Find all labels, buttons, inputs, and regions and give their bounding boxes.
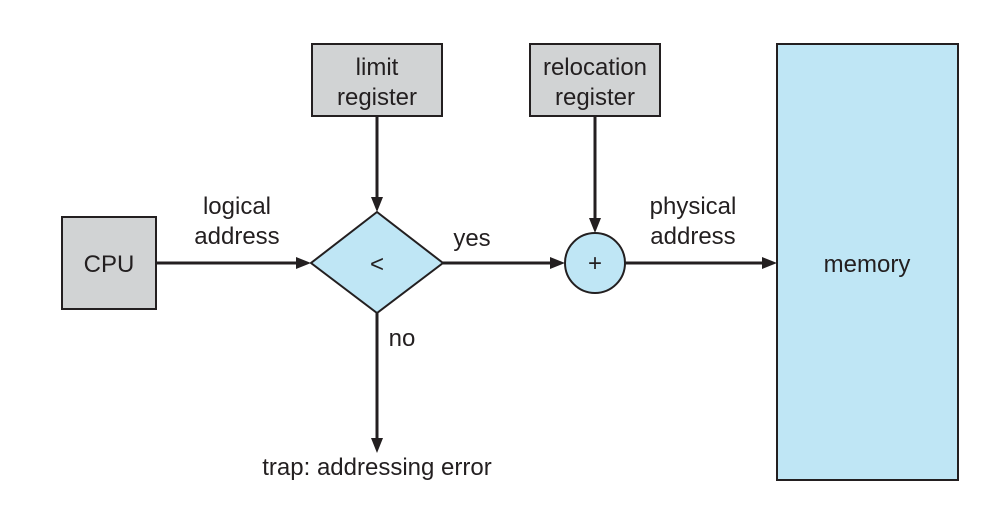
arrow-comparator-to-adder bbox=[443, 257, 565, 269]
arrow-relocation-to-adder bbox=[589, 116, 601, 233]
relocation-register-node: relocation register bbox=[529, 43, 661, 117]
physical-address-label-line1: physical bbox=[650, 193, 737, 220]
logical-address-label-line1: logical bbox=[203, 193, 271, 220]
comparator-node: < bbox=[309, 210, 445, 315]
limit-register-node: limit register bbox=[311, 43, 443, 117]
limit-register-label-line1: limit bbox=[356, 54, 399, 81]
relocation-register-label-line2: register bbox=[555, 84, 635, 111]
yes-label: yes bbox=[453, 225, 490, 252]
memory-box bbox=[776, 43, 959, 481]
cpu-node: CPU bbox=[61, 216, 157, 310]
memory-node: memory bbox=[776, 43, 959, 481]
comparator-symbol: < bbox=[370, 251, 384, 278]
arrow-adder-to-memory bbox=[625, 257, 777, 269]
limit-register-label-line2: register bbox=[337, 84, 417, 111]
cpu-label: CPU bbox=[84, 251, 135, 278]
trap-label: trap: addressing error bbox=[262, 454, 491, 481]
no-label: no bbox=[389, 325, 416, 352]
arrow-comparator-to-trap bbox=[371, 313, 383, 453]
arrow-cpu-to-comparator bbox=[156, 257, 311, 269]
adder-symbol: + bbox=[588, 250, 602, 277]
arrow-limit-to-comparator bbox=[371, 116, 383, 212]
physical-address-label-line2: address bbox=[650, 223, 735, 250]
adder-node: + bbox=[564, 232, 626, 294]
logical-address-label-line2: address bbox=[194, 223, 279, 250]
relocation-register-box bbox=[529, 43, 661, 117]
relocation-register-label-line1: relocation bbox=[543, 54, 647, 81]
memory-label: memory bbox=[824, 251, 911, 278]
limit-register-box bbox=[311, 43, 443, 117]
cpu-box bbox=[61, 216, 157, 310]
